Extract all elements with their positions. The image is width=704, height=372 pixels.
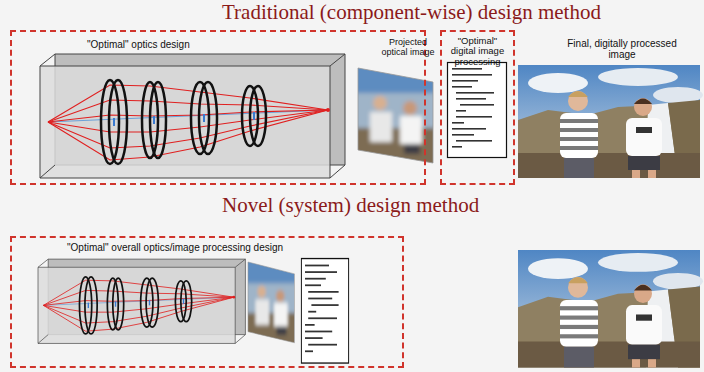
caption-label: Final, digitally processed image	[562, 38, 682, 60]
section-heading: Traditional (component-wise) design meth…	[222, 1, 601, 24]
dashed-group-box: "Optimal" digital image processing	[440, 30, 515, 185]
caption-label: Projected optical image	[378, 38, 438, 58]
group-heading: "Optimal" digital image processing	[446, 36, 509, 67]
photo	[518, 250, 703, 368]
group-heading: "Optimal" overall optics/image processin…	[67, 242, 398, 253]
lens-system	[40, 54, 345, 178]
group-heading: "Optimal" optics design	[87, 39, 420, 50]
photo	[518, 65, 703, 178]
dashed-group-box: "Optimal" optics design	[10, 30, 426, 185]
code-sheet	[301, 259, 348, 364]
lens-system	[38, 259, 245, 343]
dashed-group-box: "Optimal" overall optics/image processin…	[10, 236, 404, 368]
section-heading: Novel (system) design method	[222, 194, 479, 217]
projected-image	[245, 258, 298, 352]
code-sheet	[448, 63, 507, 158]
